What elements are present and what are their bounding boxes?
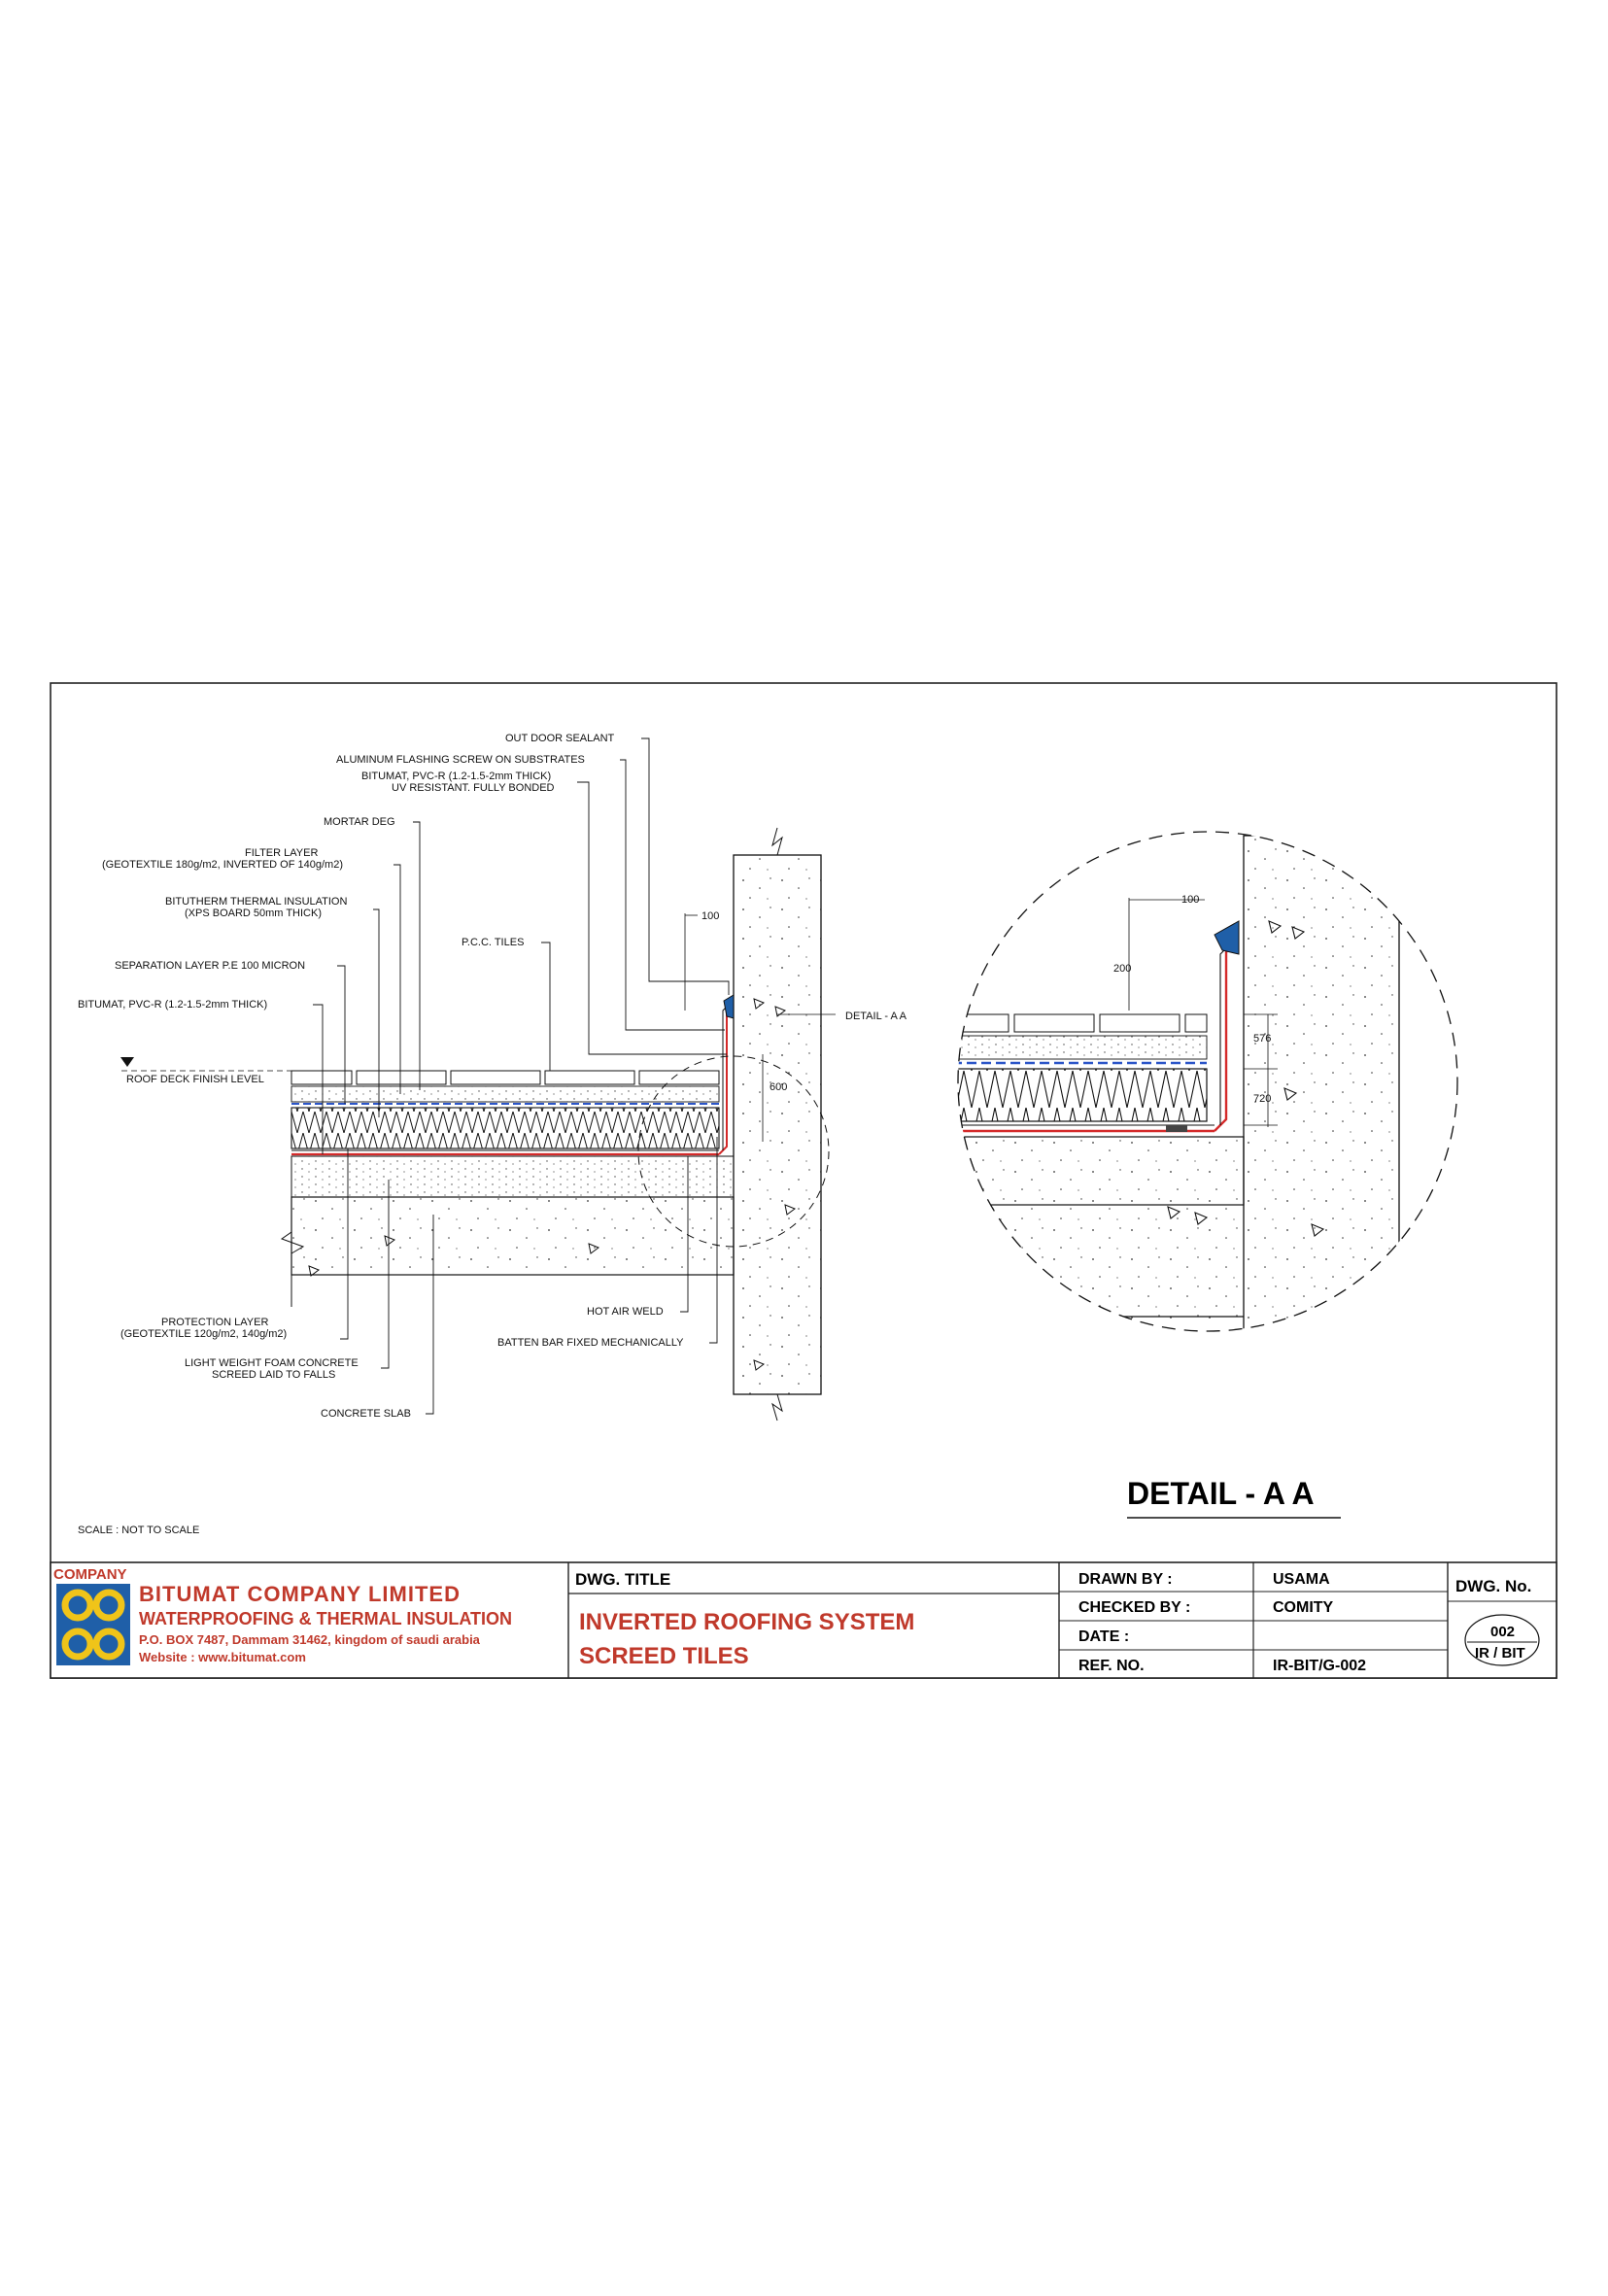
detail-reference-circle (637, 1055, 830, 1248)
checked-by-value: COMITY (1273, 1599, 1334, 1616)
company-tagline: WATERPROOFING & THERMAL INSULATION (139, 1609, 512, 1628)
dim-detail-100: 100 (1181, 894, 1199, 906)
label-batten-bar: BATTEN BAR FIXED MECHANICALLY (497, 1337, 684, 1349)
company-address: P.O. BOX 7487, Dammam 31462, kingdom of … (139, 1632, 481, 1647)
label-bitutherm: BITUTHERM THERMAL INSULATION (165, 896, 347, 908)
main-section: ROOF DECK FINISH LEVEL 100 600 DETAIL - … (78, 733, 907, 1536)
company-name: BITUMAT COMPANY LIMITED (139, 1582, 461, 1606)
dwg-no-top: 002 (1490, 1624, 1515, 1640)
xps-insulation (291, 1107, 720, 1149)
dim-detail-200: 200 (1113, 963, 1131, 975)
upstand-membrane (718, 1006, 732, 1155)
detail-boundary-circle (957, 831, 1458, 1332)
dim-main-600: 600 (770, 1081, 787, 1093)
dim-main-100: 100 (701, 910, 719, 922)
label-foam-concrete: LIGHT WEIGHT FOAM CONCRETE (185, 1357, 359, 1369)
company-logo (56, 1584, 130, 1665)
pcc-tiles (291, 1070, 720, 1085)
mortar-bed (291, 1085, 720, 1103)
label-xps-board: (XPS BOARD 50mm THICK) (185, 908, 322, 919)
dwg-no-badge (1464, 1614, 1540, 1666)
label-filter-layer: FILTER LAYER (245, 847, 318, 859)
dwg-no-bottom: IR / BIT (1475, 1645, 1525, 1662)
label-filter-spec: (GEOTEXTILE 180g/m2, INVERTED OF 140g/m2… (102, 859, 343, 871)
label-screed-falls: SCREED LAID TO FALLS (212, 1369, 335, 1381)
dwg-no-label: DWG. No. (1455, 1577, 1531, 1595)
parapet-wall (733, 854, 822, 1395)
level-label: ROOF DECK FINISH LEVEL (126, 1074, 264, 1085)
dim-detail-576: 576 (1253, 1033, 1271, 1045)
drawn-by-label: DRAWN BY : (1078, 1571, 1173, 1588)
label-separation-layer: SEPARATION LAYER P.E 100 MICRON (115, 960, 305, 972)
label-out-door-sealant: OUT DOOR SEALANT (505, 733, 615, 744)
label-concrete-slab: CONCRETE SLAB (321, 1408, 411, 1420)
ref-label: REF. NO. (1078, 1658, 1145, 1674)
detail-title: DETAIL - A A (1127, 1476, 1315, 1511)
dim-detail-720: 720 (1253, 1093, 1271, 1105)
ref-value: IR-BIT/G-002 (1273, 1658, 1366, 1674)
dwg-title-line2: SCREED TILES (579, 1643, 749, 1669)
label-aluminum-flashing: ALUMINUM FLASHING SCREW ON SUBSTRATES (336, 754, 585, 766)
label-uv-resistant: UV RESISTANT. FULLY BONDED (392, 782, 555, 794)
label-pcc-tiles: P.C.C. TILES (462, 937, 524, 948)
label-mortar-deg: MORTAR DEG (324, 816, 395, 828)
label-hot-air-weld: HOT AIR WELD (587, 1306, 664, 1318)
checked-by-label: CHECKED BY : (1078, 1599, 1190, 1616)
label-bitumat-pvc-1: BITUMAT, PVC-R (1.2-1.5-2mm THICK) (361, 771, 551, 782)
detail-aa: 100 200 576 720 DETAIL - A A (957, 831, 1458, 1519)
date-label: DATE : (1078, 1628, 1129, 1645)
foam-concrete-screed (291, 1155, 735, 1198)
company-website: Website : www.bitumat.com (139, 1650, 306, 1664)
dwg-title-line1: INVERTED ROOFING SYSTEM (579, 1609, 914, 1635)
concrete-slab (291, 1196, 735, 1276)
title-block: COMPANY BITUMAT COMPANY LIMITED WATERPRO… (50, 1561, 1557, 1679)
company-label: COMPANY (53, 1566, 127, 1583)
label-protection-layer: PROTECTION LAYER (161, 1317, 268, 1328)
label-bitumat-pvc-2: BITUMAT, PVC-R (1.2-1.5-2mm THICK) (78, 999, 267, 1011)
dwg-title-label: DWG. TITLE (575, 1570, 670, 1589)
aluminum-flashing (723, 994, 735, 1019)
scale-note: SCALE : NOT TO SCALE (78, 1525, 199, 1536)
label-protection-spec: (GEOTEXTILE 120g/m2, 140g/m2) (120, 1328, 287, 1340)
level-marker-icon (120, 1057, 134, 1067)
detail-callout: DETAIL - A A (845, 1011, 907, 1022)
drawn-by-value: USAMA (1273, 1571, 1330, 1588)
